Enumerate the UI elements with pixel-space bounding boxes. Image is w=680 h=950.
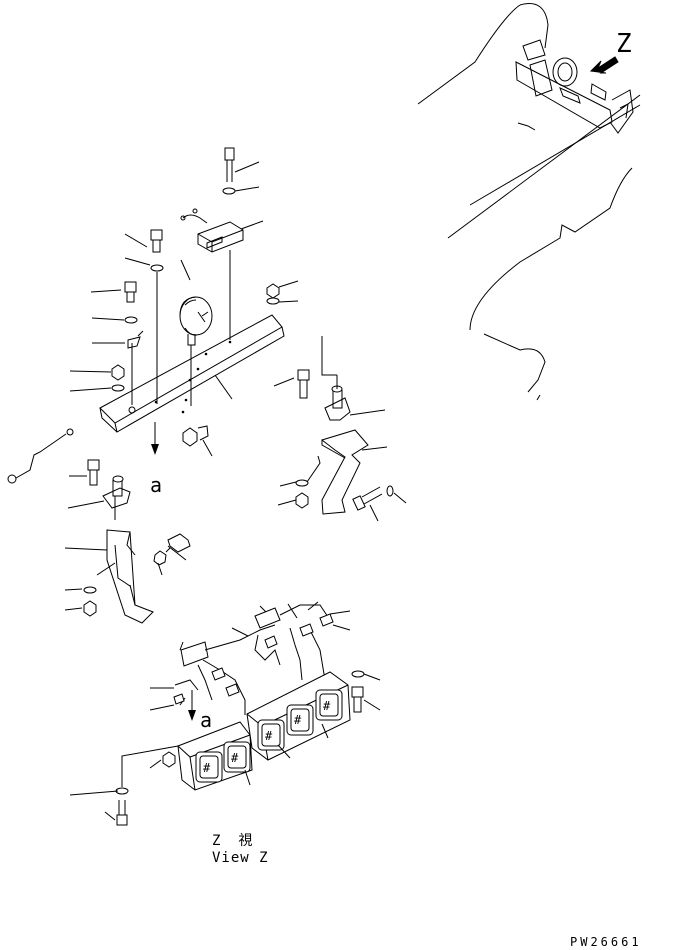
svg-text:#: # xyxy=(203,761,211,775)
lamp-housing-left: # # xyxy=(178,722,252,790)
reference-arrow-a-upper xyxy=(151,422,159,455)
leader-lines-upper xyxy=(65,162,406,610)
leader-lines-lower xyxy=(70,602,380,820)
view-direction-arrow-icon xyxy=(591,57,618,73)
reference-arrow-a-lower xyxy=(188,690,196,721)
bracket-plate xyxy=(100,315,284,432)
z-view-marker: Z xyxy=(616,29,632,59)
svg-text:#: # xyxy=(231,751,239,765)
nut-washer-right xyxy=(267,284,279,304)
reference-label-a: a xyxy=(150,473,162,497)
svg-text:#: # xyxy=(323,699,331,713)
lower-left-fasteners xyxy=(84,460,190,616)
machine-body-outline xyxy=(418,4,640,400)
svg-text:#: # xyxy=(265,729,273,743)
drawing-number: PW26661 xyxy=(570,935,642,949)
right-fasteners xyxy=(296,370,393,510)
nut-clamp xyxy=(183,426,208,446)
bolt-and-washers-left xyxy=(112,230,163,413)
bolt-long xyxy=(223,148,235,194)
view-title-japanese: Z 視 xyxy=(212,833,254,849)
right-support-bracket xyxy=(322,336,368,514)
lamp-harness xyxy=(174,605,333,715)
reference-label-a-lower: a xyxy=(200,708,212,732)
lamp-housing-right: # # # xyxy=(247,672,350,760)
view-title-english: View Z xyxy=(212,850,269,866)
work-lamp-icon xyxy=(180,297,212,406)
left-support-bracket xyxy=(103,476,153,623)
ground-wire xyxy=(8,429,73,483)
lower-fasteners xyxy=(116,671,364,825)
svg-text:#: # xyxy=(294,713,302,727)
relay-box xyxy=(181,209,243,340)
